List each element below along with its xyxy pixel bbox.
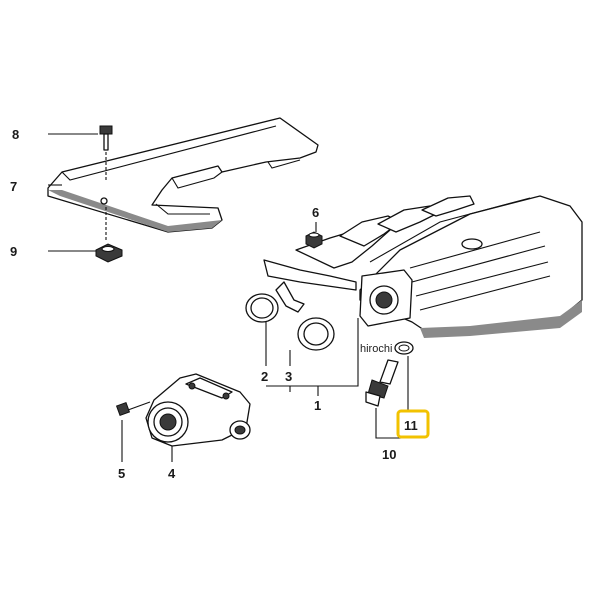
callout-6: 6 — [312, 205, 319, 220]
callout-3: 3 — [285, 369, 292, 384]
callout-5: 5 — [118, 466, 125, 481]
nut-part-6 — [305, 231, 323, 249]
callout-4: 4 — [168, 466, 176, 481]
callout-2: 2 — [261, 369, 268, 384]
seal-ring-part-3 — [297, 317, 335, 351]
callout-1: 1 — [314, 398, 321, 413]
callout-8: 8 — [12, 127, 19, 142]
temperature-sensor-part — [365, 341, 414, 407]
callout-10: 10 — [382, 447, 396, 462]
leader-lines — [48, 133, 409, 462]
intake-manifold-part — [263, 195, 583, 338]
seal-ring-part-2 — [245, 293, 279, 323]
nut-part-9 — [95, 206, 123, 263]
bolt-part-5 — [115, 401, 151, 417]
throttle-housing-part — [145, 373, 251, 447]
callout-11: 11 — [404, 418, 418, 433]
heat-shield-part — [47, 117, 319, 233]
bolt-part-8 — [99, 125, 113, 180]
callout-7: 7 — [10, 179, 17, 194]
callout-9: 9 — [10, 244, 17, 259]
watermark: hirochi — [360, 343, 392, 355]
highlight-box — [396, 409, 430, 439]
